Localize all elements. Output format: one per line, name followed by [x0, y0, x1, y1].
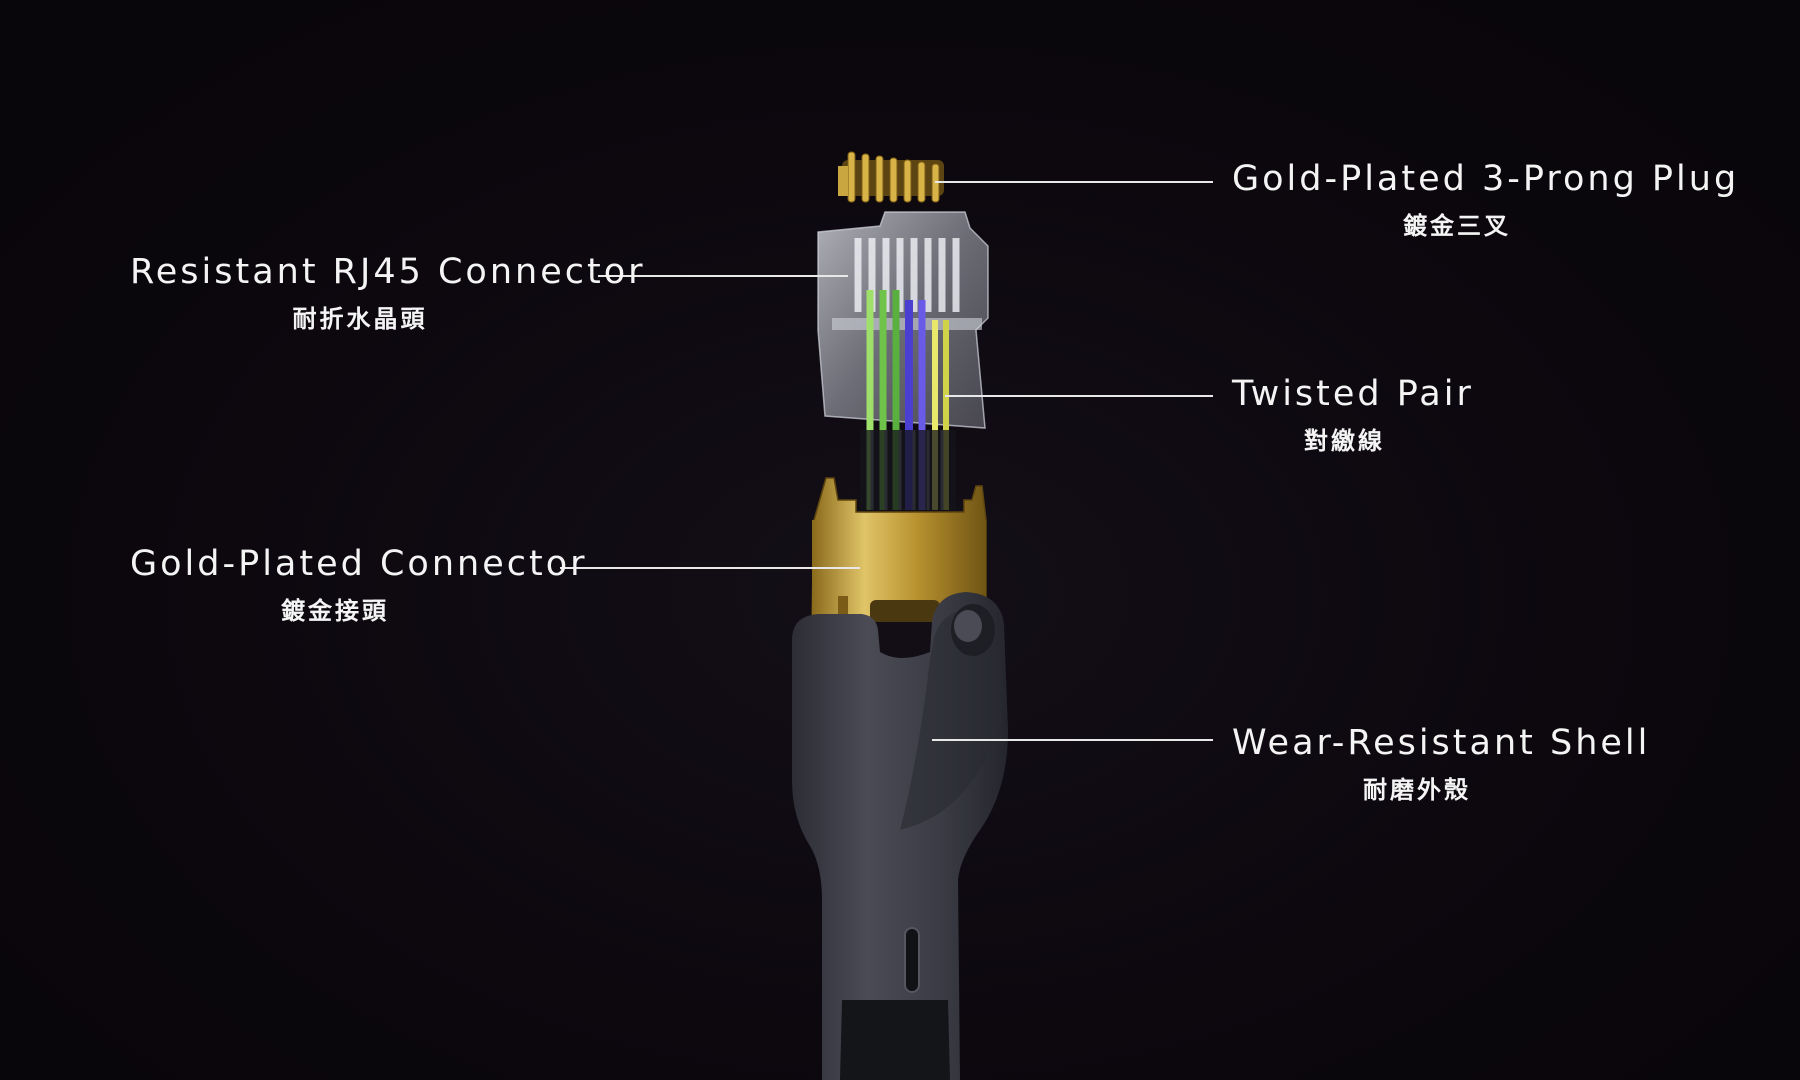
callout-subtitle: 對繳線: [1304, 427, 1385, 455]
leader-line-rj45: [598, 275, 848, 277]
callout-title: Twisted Pair: [1232, 374, 1474, 414]
callout-wear-resistant-shell: Wear-Resistant Shell 耐磨外殼: [1232, 721, 1651, 805]
callout-subtitle: 耐折水晶頭: [292, 305, 428, 333]
callout-gold-plated-connector: Gold-Plated Connector 鍍金接頭: [130, 542, 588, 626]
callout-twisted-pair: Twisted Pair 對繳線: [1232, 372, 1474, 456]
leader-line-gold-connector: [560, 567, 860, 569]
twisted-pair-wires: [860, 290, 956, 510]
callout-gold-prong-plug: Gold-Plated 3-Prong Plug 鍍金三叉: [1232, 157, 1740, 241]
callout-rj45-connector: Resistant RJ45 Connector 耐折水晶頭: [130, 250, 646, 334]
callout-title: Gold-Plated Connector: [130, 544, 588, 584]
callout-title: Wear-Resistant Shell: [1232, 723, 1651, 763]
wear-resistant-shell: [792, 592, 1008, 1080]
callout-subtitle: 鍍金接頭: [281, 597, 389, 625]
callout-title: Resistant RJ45 Connector: [130, 252, 646, 292]
callout-subtitle: 耐磨外殼: [1363, 776, 1471, 804]
callout-title: Gold-Plated 3-Prong Plug: [1232, 159, 1740, 199]
leader-line-gold-prong: [935, 181, 1213, 183]
leader-line-twisted-pair: [945, 395, 1213, 397]
callout-subtitle: 鍍金三叉: [1403, 212, 1511, 240]
gold-prong-plug: [838, 151, 944, 203]
leader-line-shell: [932, 739, 1213, 741]
